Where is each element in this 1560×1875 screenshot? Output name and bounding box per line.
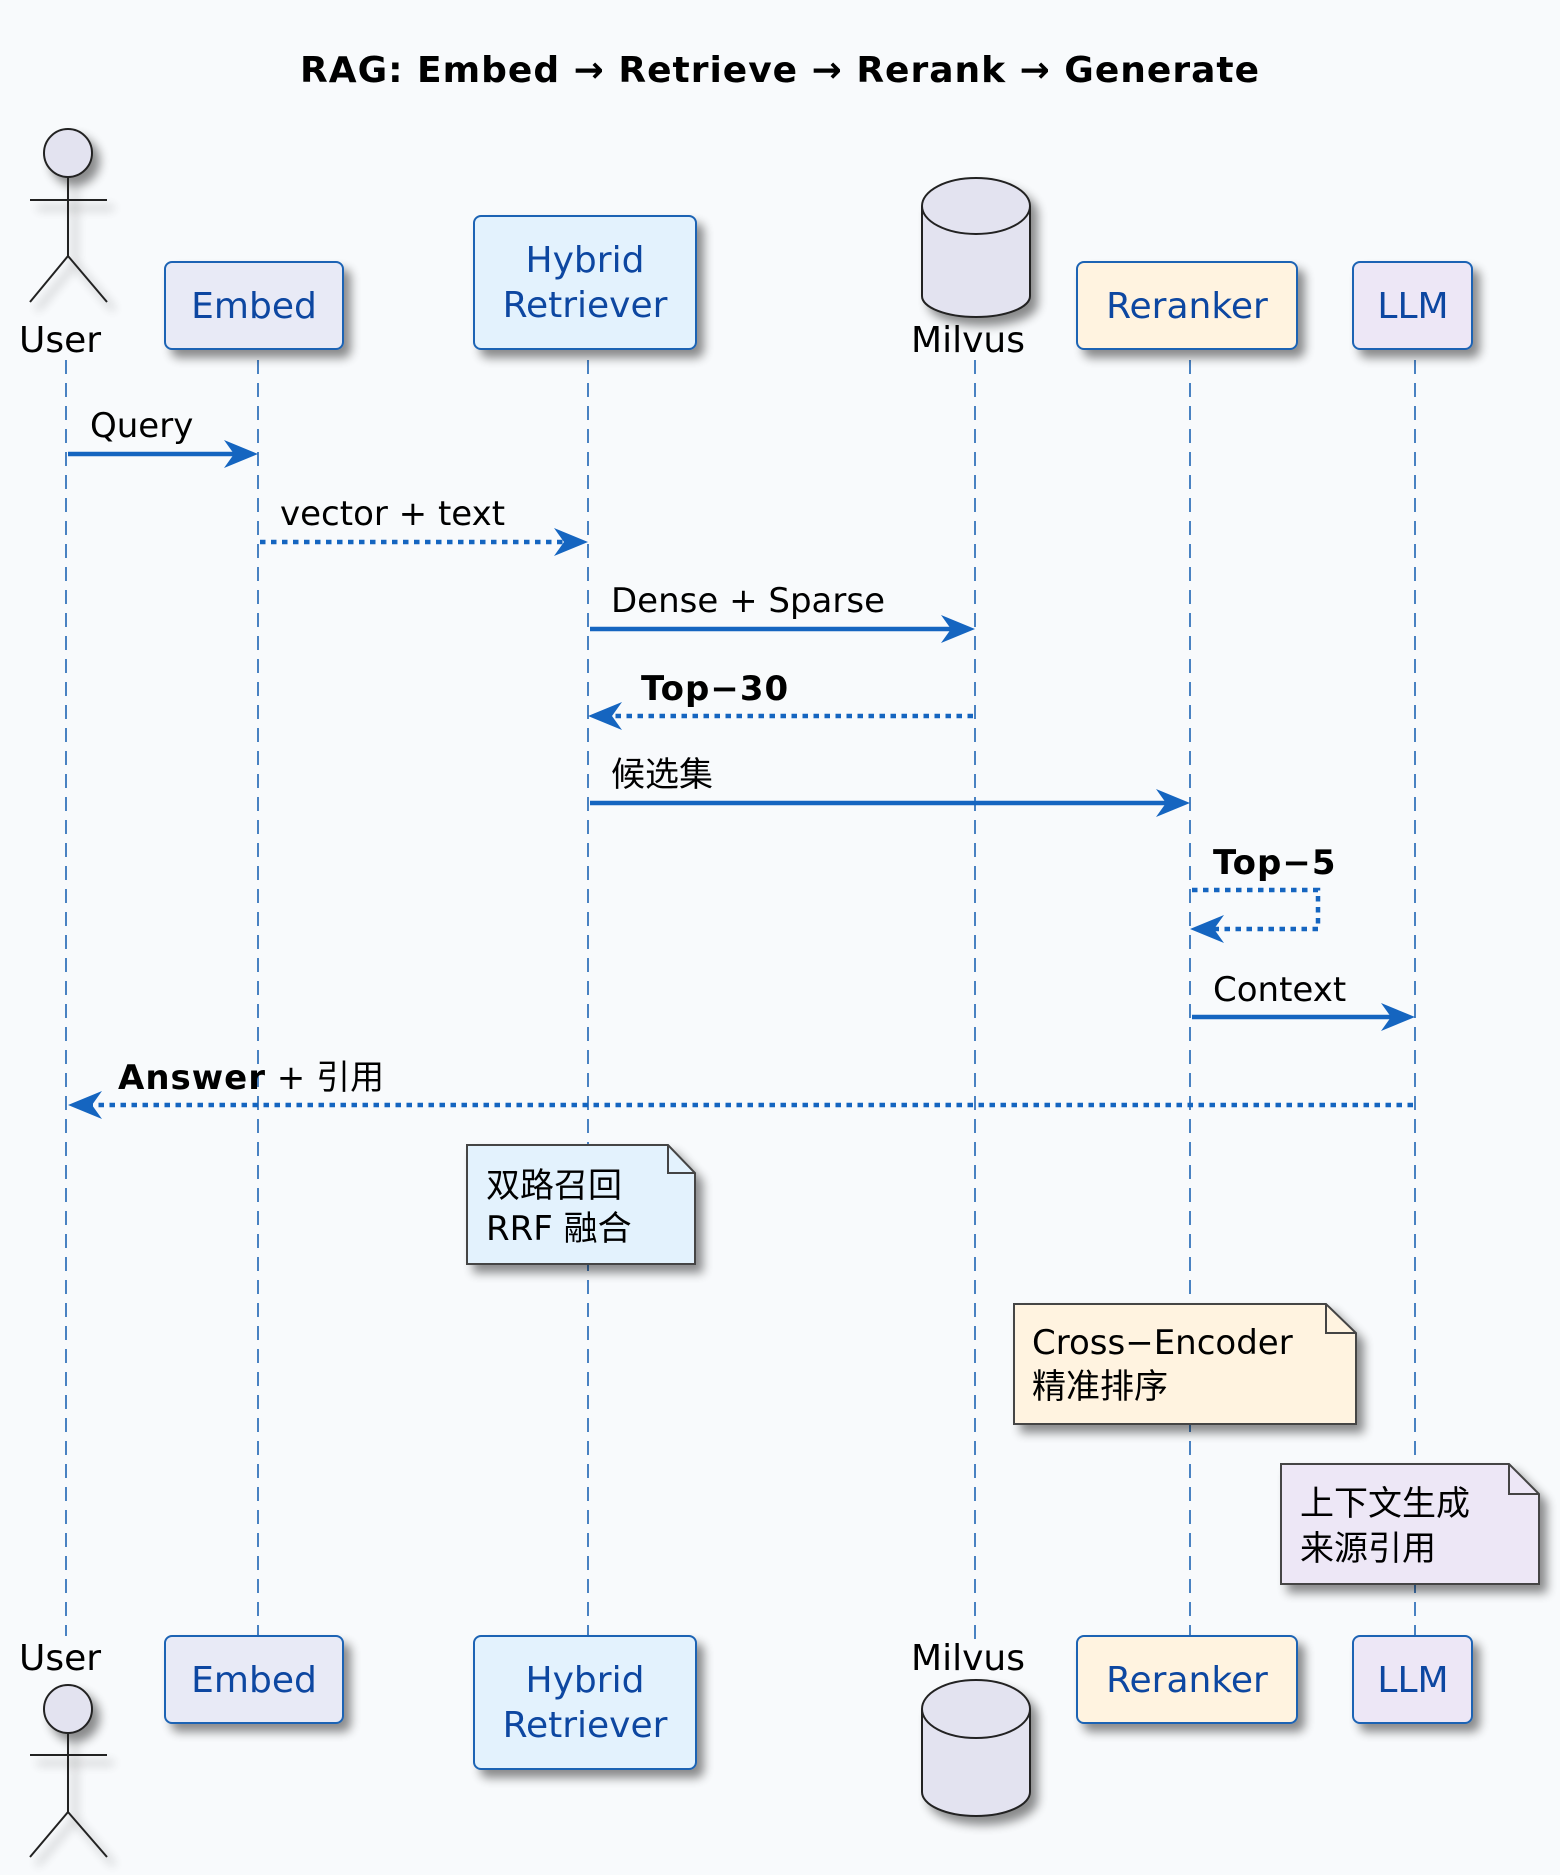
message-label: 候选集 — [611, 755, 713, 795]
message-answer[interactable]: Answer + 引用 — [68, 1058, 1413, 1119]
participant-label: LLM — [1377, 1660, 1448, 1701]
message-label-bold: Answer — [118, 1058, 266, 1098]
note-line-2: 精准排序 — [1032, 1367, 1168, 1407]
note-fold-icon — [1325, 1304, 1356, 1334]
message-label-rest: + 引用 — [266, 1058, 384, 1098]
note-line-1: 上下文生成 — [1300, 1484, 1470, 1524]
message-candidate-set[interactable]: 候选集 — [590, 755, 1190, 817]
actor-label: User — [19, 1638, 101, 1679]
message-label: Query — [90, 406, 193, 446]
message-vector-text[interactable]: vector + text — [260, 494, 588, 556]
actor-user-bottom[interactable]: User — [19, 1638, 108, 1858]
message-label: Top−5 — [1213, 843, 1337, 883]
message-dense-sparse[interactable]: Dense + Sparse — [590, 581, 975, 643]
message-top5-self[interactable]: Top−5 — [1190, 843, 1337, 943]
note-line-2: RRF 融合 — [486, 1209, 632, 1249]
participant-embed-top[interactable]: Embed — [164, 261, 344, 350]
message-label: Top−30 — [641, 669, 789, 709]
message-line — [1192, 887, 1321, 932]
participant-label: Embed — [191, 1660, 317, 1701]
participant-label: Reranker — [1106, 1660, 1268, 1701]
note-hybrid[interactable]: 双路召回 RRF 融合 — [466, 1144, 696, 1265]
actor-icon — [29, 128, 108, 303]
participant-reranker-bottom[interactable]: Reranker — [1076, 1635, 1298, 1724]
participant-label: LLM — [1377, 286, 1448, 327]
database-icon — [921, 1679, 1031, 1817]
participant-hybrid-top[interactable]: Hybrid Retriever — [473, 215, 697, 350]
participant-llm-top[interactable]: LLM — [1352, 261, 1473, 350]
actor-user-top[interactable]: User — [19, 128, 108, 361]
database-label: Milvus — [911, 1638, 1025, 1679]
database-milvus-bottom[interactable]: Milvus — [911, 1638, 1031, 1817]
message-query[interactable]: Query — [68, 406, 258, 468]
message-label: Context — [1213, 970, 1346, 1010]
arrow-head-icon — [68, 1091, 102, 1119]
participant-label-line2: Retriever — [503, 1705, 668, 1746]
participant-label-line1: Hybrid — [526, 1660, 645, 1701]
note-llm[interactable]: 上下文生成 来源引用 — [1280, 1463, 1540, 1585]
database-icon — [921, 177, 1031, 318]
participant-embed-bottom[interactable]: Embed — [164, 1635, 344, 1724]
arrow-head-icon — [941, 615, 975, 643]
message-context[interactable]: Context — [1192, 970, 1415, 1031]
participant-label-line2: Retriever — [503, 285, 668, 326]
participant-label: Embed — [191, 286, 317, 327]
note-fold-icon — [667, 1145, 695, 1174]
participant-label-line1: Hybrid — [526, 240, 645, 281]
message-label: Dense + Sparse — [611, 581, 885, 621]
actor-label: User — [19, 320, 101, 361]
participant-llm-bottom[interactable]: LLM — [1352, 1635, 1473, 1724]
message-top30[interactable]: Top−30 — [588, 669, 973, 730]
database-label: Milvus — [911, 320, 1025, 361]
note-line-1: Cross−Encoder — [1032, 1323, 1293, 1363]
arrow-head-icon — [554, 528, 588, 556]
participant-hybrid-bottom[interactable]: Hybrid Retriever — [473, 1635, 697, 1770]
message-label: vector + text — [280, 494, 505, 534]
arrow-head-icon — [1381, 1003, 1415, 1031]
actor-icon — [29, 1684, 108, 1858]
database-milvus-top[interactable]: Milvus — [911, 177, 1031, 361]
arrow-head-icon — [1190, 915, 1224, 943]
arrow-head-icon — [224, 440, 258, 468]
participant-label: Reranker — [1106, 286, 1268, 327]
note-line-1: 双路召回 — [486, 1166, 622, 1206]
arrow-head-icon — [1156, 789, 1190, 817]
note-fold-icon — [1508, 1464, 1539, 1495]
diagram-title: RAG: Embed → Retrieve → Rerank → Generat… — [300, 50, 1260, 91]
note-line-2: 来源引用 — [1300, 1529, 1436, 1569]
message-label: Answer + 引用 — [118, 1058, 384, 1098]
participant-reranker-top[interactable]: Reranker — [1076, 261, 1298, 350]
note-reranker[interactable]: Cross−Encoder 精准排序 — [1013, 1303, 1357, 1425]
arrow-head-icon — [588, 702, 622, 730]
